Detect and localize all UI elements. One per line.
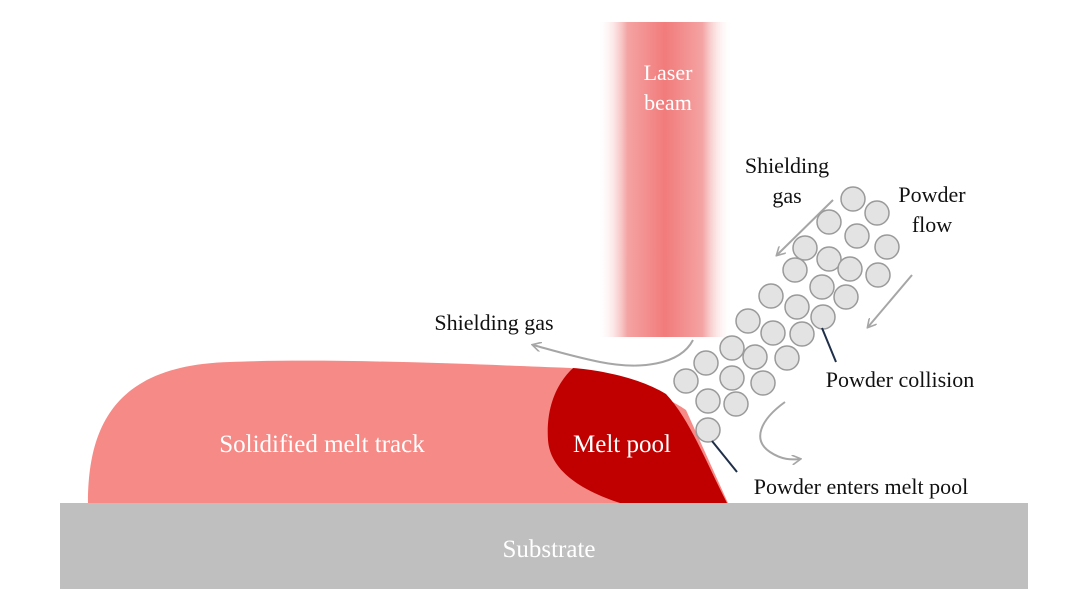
laser-beam-label-2: beam [644,90,692,115]
powder-particle [837,256,863,282]
powder-particle [792,235,818,261]
powder-collision-label: Powder collision [826,367,975,392]
solidified-track-label: Solidified melt track [219,431,425,458]
shielding-gas-left-label: Shielding gas [434,310,553,335]
powder-flow-label-2: flow [912,212,952,237]
powder-particle [782,257,808,283]
powder-particle [844,223,870,249]
substrate-label: Substrate [502,536,595,563]
shielding-gas-top-label: Shielding [745,153,829,178]
powder-particle [673,368,699,394]
powder-particle [695,417,721,443]
powder-particle [874,234,900,260]
powder-particle [723,391,749,417]
powder-particle [816,209,842,235]
laser-beam-label: Laser [644,60,694,85]
powder-flow-label: Powder [898,182,966,207]
substrate [60,503,1028,589]
powder-particle [719,365,745,391]
powder-particle [865,262,891,288]
powder-particle [833,284,859,310]
powder-particle [864,200,890,226]
powder-particle [784,294,810,320]
powder-particle [774,345,800,371]
laser-beam [598,22,732,337]
powder-particle [810,304,836,330]
powder-flow-arrow [868,274,913,327]
powder-particle [693,350,719,376]
powder-collision-leader [821,327,837,363]
shielding-gas-top-arrow [777,199,834,255]
shielding-gas-top-label-2: gas [772,183,801,208]
powder-deflect-arrow [759,401,800,459]
powder-particle [840,186,866,212]
powder-particle [735,308,761,334]
powder-particle [758,283,784,309]
melt-pool-label: Melt pool [573,431,671,458]
powder-particle [816,246,842,272]
shielding-gas-left-arrow [533,339,694,367]
powder-particle [809,274,835,300]
melt-pool [547,368,727,503]
powder-particle [719,335,745,361]
powder-particle [789,321,815,347]
powder-enters-leader [711,440,738,473]
powder-enters-label: Powder enters melt pool [754,474,968,499]
powder-particle [695,388,721,414]
powder-stream [673,186,900,443]
powder-particle [742,344,768,370]
powder-particle [760,320,786,346]
powder-particle [750,370,776,396]
